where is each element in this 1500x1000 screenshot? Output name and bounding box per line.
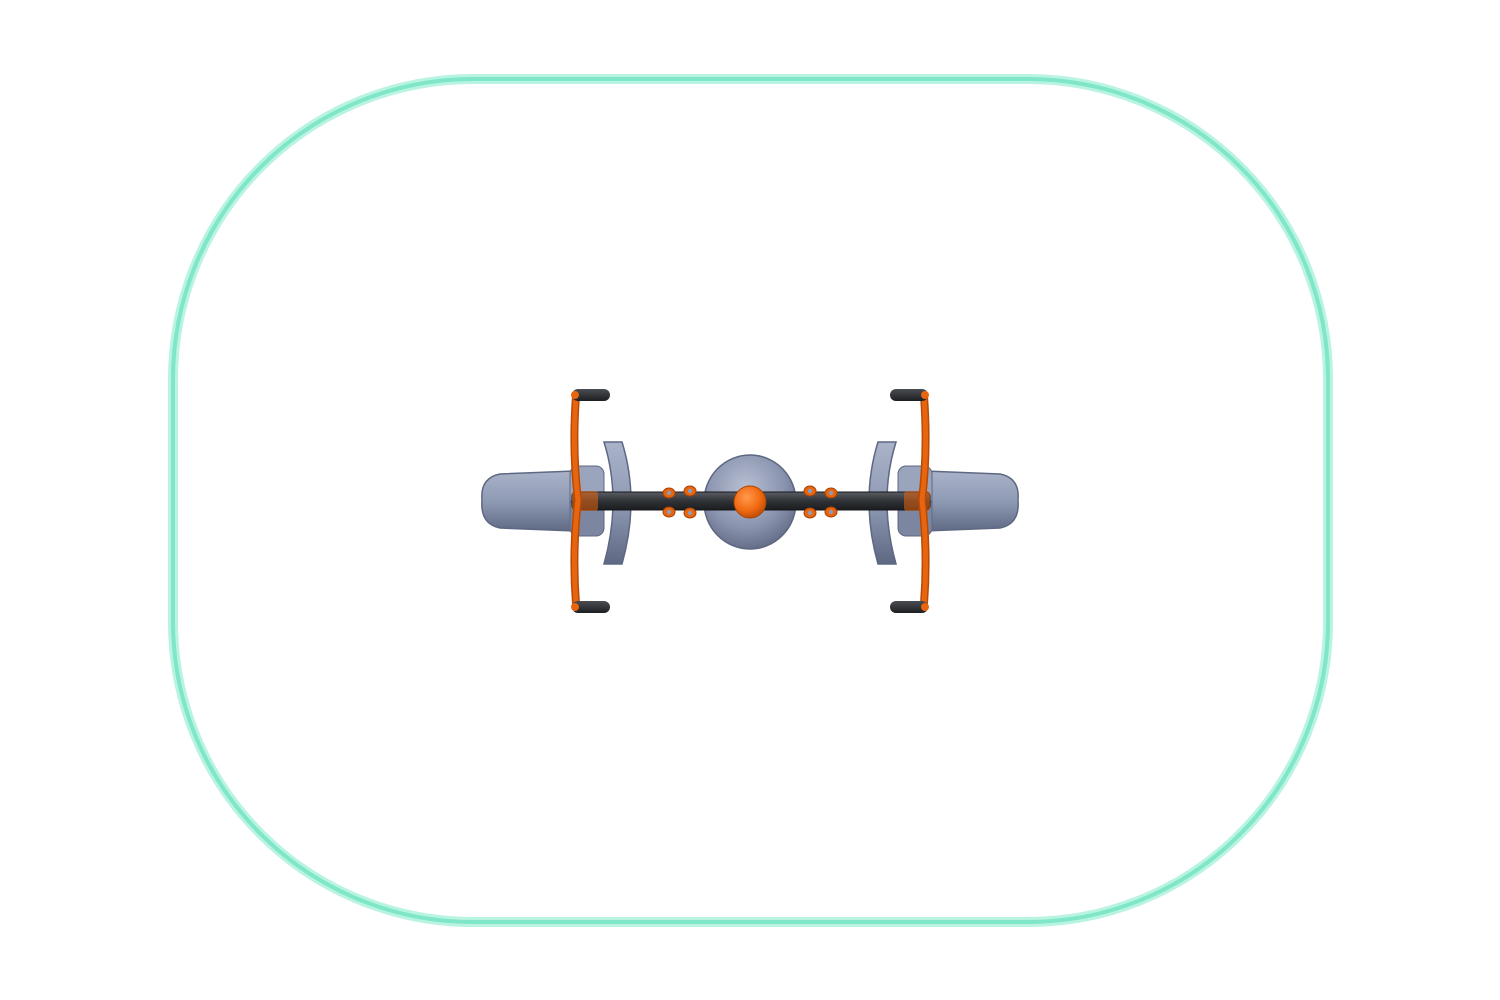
beam-fitting-caps xyxy=(666,488,834,516)
beam-fittings xyxy=(662,485,838,519)
pivot-ball-icon xyxy=(733,485,767,519)
left-handlebar-icon xyxy=(570,389,610,613)
safety-zone-outline xyxy=(168,74,1333,927)
right-handlebar-icon xyxy=(890,389,930,613)
